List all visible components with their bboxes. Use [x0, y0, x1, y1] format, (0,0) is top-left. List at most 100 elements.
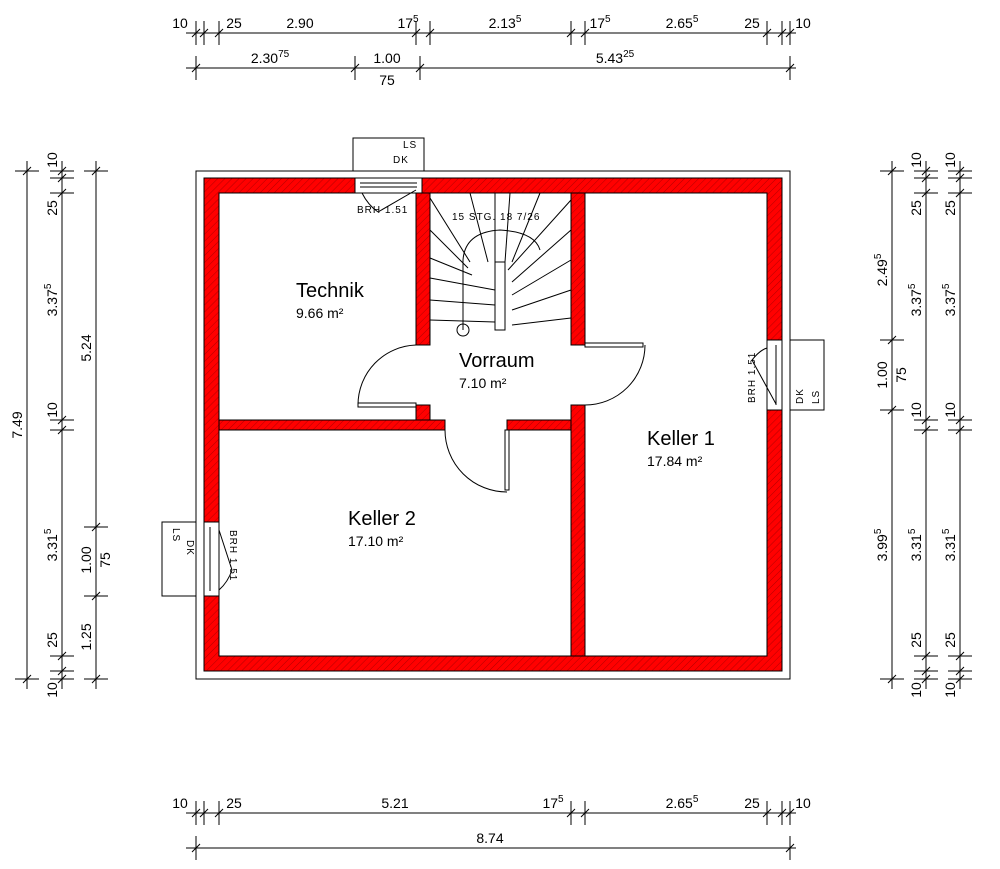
staircase: 15 STG. 18 7/26 — [429, 192, 572, 337]
dimension-label: 10 — [795, 15, 811, 31]
dimension-label: 2.3075 — [251, 49, 290, 66]
dimension-label: 10 — [942, 152, 958, 168]
room-keller-2: Keller 2 17.10 m² — [348, 508, 416, 549]
stair-tread — [429, 197, 471, 263]
window-left: LS DK BRH 1.51 — [161, 521, 238, 597]
dimension-tick — [777, 808, 787, 818]
dimension-tick — [191, 808, 201, 818]
window-right-brh: BRH 1.51 — [747, 352, 758, 403]
dimension-tick — [57, 425, 67, 435]
window-left-type1: LS — [170, 528, 181, 542]
dimension-tick — [955, 651, 965, 661]
dimension-label: 5.4325 — [596, 49, 635, 66]
stair-tread — [429, 257, 473, 276]
dimension-label: 3.375 — [43, 283, 60, 316]
stair-tread — [511, 229, 572, 283]
dimension-tick — [580, 808, 590, 818]
dimension-label: 75 — [893, 367, 909, 383]
dimension-tick — [191, 843, 201, 853]
stair-label: 15 STG. 18 7/26 — [452, 212, 540, 223]
room-area: 17.10 m² — [348, 533, 404, 549]
dimension-tick — [955, 674, 965, 684]
dimension-tick — [22, 166, 32, 176]
dimension-tick — [199, 28, 209, 38]
dimension-tick — [921, 674, 931, 684]
dimension-label: 10 — [44, 682, 60, 698]
window-top-type1: LS — [403, 140, 417, 151]
dimension-label: 3.315 — [907, 528, 924, 561]
dimension-tick — [214, 28, 224, 38]
dimension-tick — [921, 188, 931, 198]
dimension-label: 3.995 — [873, 528, 890, 561]
dimension-label: 75 — [97, 552, 113, 568]
stair-tread — [429, 229, 469, 269]
dimension-tick — [57, 651, 67, 661]
dimension-tick — [887, 674, 897, 684]
stair-tread — [504, 192, 511, 263]
dimension-tick — [955, 173, 965, 183]
room-area: 7.10 m² — [459, 375, 507, 391]
dimension-tick — [425, 28, 435, 38]
dimension-label: 2.135 — [489, 14, 522, 31]
stair-tread — [469, 192, 489, 263]
room-name: Keller 1 — [647, 428, 715, 450]
dimension-tick — [566, 808, 576, 818]
dimension-tick — [191, 63, 201, 73]
dimension-tick — [57, 188, 67, 198]
dimension-label: 10 — [908, 152, 924, 168]
dimension-tick — [777, 28, 787, 38]
dimension-tick — [350, 63, 360, 73]
dimension-label: 2.655 — [666, 14, 699, 31]
dimension-tick — [22, 674, 32, 684]
dimension-label: 25 — [744, 795, 760, 811]
dimension-label: 5.21 — [381, 795, 408, 811]
dimension-label: 10 — [44, 402, 60, 418]
dimension-tick — [921, 166, 931, 176]
dimension-tick — [580, 28, 590, 38]
dimension-label: 175 — [542, 794, 564, 811]
dimension-label: 10 — [908, 682, 924, 698]
dimension-tick — [955, 666, 965, 676]
stair-tread — [429, 319, 496, 323]
outer-outline — [195, 170, 791, 680]
room-area: 9.66 m² — [296, 305, 344, 321]
dimension-label: 75 — [379, 72, 395, 88]
room-vorraum: Vorraum 7.10 m² — [459, 350, 535, 391]
wall-stair-right — [570, 192, 586, 346]
stair-tread — [511, 192, 541, 263]
dimension-tick — [199, 808, 209, 818]
dimension-tick — [762, 28, 772, 38]
dimension-tick — [887, 335, 897, 345]
dimension-tick — [762, 808, 772, 818]
dimension-tick — [91, 522, 101, 532]
room-name: Keller 2 — [348, 508, 416, 530]
dimension-label: 25 — [226, 15, 242, 31]
dimension-label: 25 — [744, 15, 760, 31]
dimension-label: 3.315 — [43, 528, 60, 561]
dimension-tick — [191, 28, 201, 38]
dimension-label: 2.90 — [286, 15, 313, 31]
dimension-label: 10 — [942, 682, 958, 698]
dimension-tick — [955, 425, 965, 435]
dimension-label: 3.375 — [907, 283, 924, 316]
door-keller2[interactable] — [444, 429, 510, 493]
dimension-tick — [91, 591, 101, 601]
door-keller1[interactable] — [584, 342, 646, 406]
dimension-label: 1.25 — [78, 623, 94, 650]
dimension-tick — [214, 808, 224, 818]
dimension-tick — [57, 415, 67, 425]
dimension-label: 1.00 — [373, 50, 400, 66]
dimension-tick — [57, 166, 67, 176]
dimension-tick — [955, 188, 965, 198]
stair-tread — [507, 199, 572, 271]
window-right-type1: DK — [795, 388, 806, 404]
dimension-tick — [887, 405, 897, 415]
dimension-label: 25 — [908, 632, 924, 648]
dimension-tick — [785, 843, 795, 853]
dimension-tick — [955, 415, 965, 425]
door-technik[interactable] — [357, 344, 417, 408]
dimension-label: 10 — [908, 402, 924, 418]
dimension-label: 25 — [942, 200, 958, 216]
dimension-label: 10 — [942, 402, 958, 418]
dimension-label: 25 — [942, 632, 958, 648]
